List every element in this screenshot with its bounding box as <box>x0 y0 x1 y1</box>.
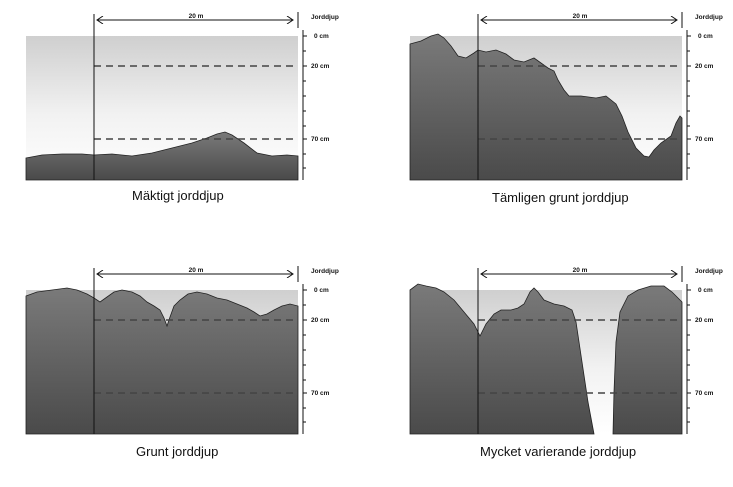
width-label: 20 m <box>573 267 588 274</box>
soil-profile-grunt: 20 m Jorddjup 0 cm 20 cm 70 cm <box>25 266 339 435</box>
depth-label-20: 20 cm <box>311 63 330 70</box>
caption-maktigt: Mäktigt jorddjup <box>132 188 224 203</box>
depth-label-70: 70 cm <box>695 136 714 143</box>
depth-label-70: 70 cm <box>311 390 330 397</box>
depth-scale-ticks <box>303 35 307 169</box>
depth-label-70: 70 cm <box>311 136 330 143</box>
bedrock-right <box>612 285 683 435</box>
caption-varierande: Mycket varierande jorddjup <box>480 444 637 459</box>
depth-scale-ticks <box>687 35 691 169</box>
depth-label-20: 20 cm <box>695 63 714 70</box>
soil-profile-maktigt: 20 m Jorddjup 0 cm 20 cm 70 cm <box>25 12 339 181</box>
depth-label-20: 20 cm <box>695 317 714 324</box>
scale-header: Jorddjup <box>695 268 723 275</box>
width-label: 20 m <box>189 267 204 274</box>
caption-tamligen: Tämligen grunt jorddjup <box>492 190 629 205</box>
panel-maktigt: 20 m Jorddjup 0 cm 20 cm 70 cm Mäktigt j… <box>22 8 382 233</box>
bedrock-left <box>409 283 595 435</box>
depth-scale-ticks <box>303 289 307 423</box>
panel-tamligen: 20 m Jorddjup 0 cm 20 cm 70 cm Tämligen … <box>406 8 733 233</box>
width-label: 20 m <box>573 13 588 20</box>
depth-label-0: 0 cm <box>698 287 713 294</box>
panel-varierande: 20 m Jorddjup 0 cm 20 cm 70 cm Mycket va… <box>406 262 733 487</box>
depth-label-0: 0 cm <box>314 287 329 294</box>
caption-grunt: Grunt jorddjup <box>136 444 219 459</box>
soil-profile-tamligen: 20 m Jorddjup 0 cm 20 cm 70 cm <box>409 12 723 181</box>
depth-label-70: 70 cm <box>695 390 714 397</box>
depth-label-20: 20 cm <box>311 317 330 324</box>
scale-header: Jorddjup <box>311 268 339 275</box>
soil-profile-varierande: 20 m Jorddjup 0 cm 20 cm 70 cm <box>409 266 723 435</box>
panel-grunt: 20 m Jorddjup 0 cm 20 cm 70 cm Grunt jor… <box>22 262 382 487</box>
depth-label-0: 0 cm <box>698 33 713 40</box>
depth-label-0: 0 cm <box>314 33 329 40</box>
scale-header: Jorddjup <box>311 14 339 21</box>
width-label: 20 m <box>189 13 204 20</box>
depth-scale-ticks <box>687 289 691 423</box>
scale-header: Jorddjup <box>695 14 723 21</box>
